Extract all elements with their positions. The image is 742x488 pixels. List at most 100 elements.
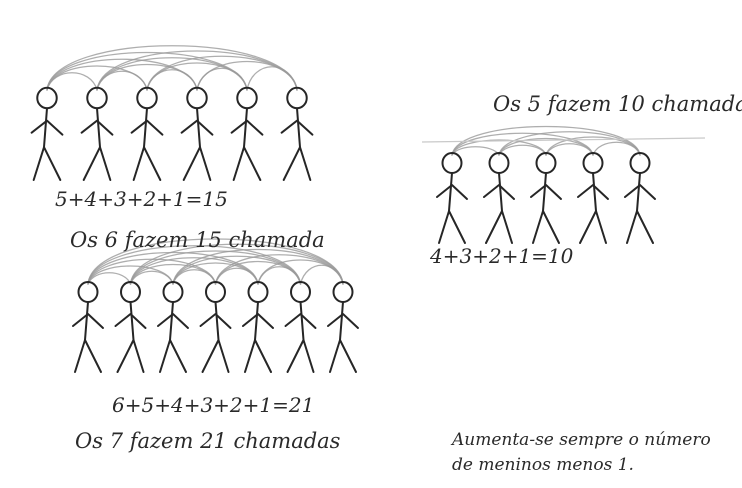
stick-figure-arms <box>530 184 562 200</box>
stick-figure-arms <box>80 119 114 136</box>
call-arc <box>146 69 198 91</box>
stick-figures-group-7 <box>72 281 359 373</box>
stick-figure <box>130 86 164 181</box>
call-arc <box>87 272 132 285</box>
stick-figure-legs <box>532 210 560 244</box>
stick-figure-head <box>441 152 463 174</box>
stick-figure-head <box>488 152 510 174</box>
stick-figure <box>280 86 314 181</box>
call-arc <box>592 141 641 156</box>
call-arc <box>46 51 248 91</box>
stick-figure-body <box>43 107 48 149</box>
stick-figure <box>180 86 214 181</box>
stick-figure-head <box>186 86 208 110</box>
stick-figure <box>114 281 147 373</box>
stick-figure <box>157 281 189 373</box>
stick-figure-legs <box>182 146 212 181</box>
stick-figure <box>530 152 562 244</box>
stick-figure-arms <box>483 184 515 200</box>
call-arc <box>257 266 302 285</box>
call-arc <box>196 67 248 91</box>
stick-figure-head <box>290 281 311 303</box>
stick-figure-legs <box>116 339 145 373</box>
stick-figure-body <box>196 107 201 149</box>
stick-figure-head <box>332 281 354 303</box>
stick-figure-legs <box>82 146 112 181</box>
stick-figure-head <box>136 86 158 110</box>
stick-figure-arms <box>327 313 359 329</box>
stick-figure-arms <box>280 119 314 136</box>
call-arc <box>196 61 298 91</box>
stick-figure-legs <box>232 146 262 181</box>
stick-figures-group-6 <box>30 86 314 181</box>
call-arcs-group-6 <box>46 45 298 91</box>
stick-figure-legs <box>74 339 102 373</box>
stick-figure <box>230 86 264 181</box>
call-arc <box>146 55 298 91</box>
stick-figure-arms <box>130 119 164 136</box>
stick-figure-head <box>86 86 108 110</box>
stick-figure-body <box>296 107 301 149</box>
stick-figure-body <box>339 301 344 341</box>
stick-figure <box>72 281 104 373</box>
stick-figure <box>80 86 114 181</box>
stick-figure <box>577 152 609 244</box>
caption-group-5: Os 5 fazem 10 chamadas. <box>493 92 742 116</box>
calculation-group-7: 6+5+4+3+2+1=21 <box>112 393 314 417</box>
caption-group-7: Os 7 fazem 21 chamadas <box>75 429 341 453</box>
stick-figure-head <box>247 281 269 303</box>
stick-figure-arms <box>230 119 264 136</box>
stick-figure-arms <box>30 119 64 136</box>
stick-figure <box>284 281 317 373</box>
stick-figure <box>483 152 515 244</box>
call-arcs-group-7 <box>87 238 344 285</box>
stick-figure-body <box>299 301 305 341</box>
stick-figure-legs <box>626 210 654 244</box>
stick-figure-body <box>143 107 148 149</box>
stick-figure-arms <box>180 119 214 136</box>
stick-figure-head <box>77 281 99 303</box>
stick-figure-body <box>254 301 259 341</box>
stick-figure <box>436 152 468 244</box>
stick-figure-legs <box>438 210 466 244</box>
call-arc <box>214 267 259 285</box>
stick-figure-head <box>286 86 308 110</box>
stick-figure-head <box>629 152 651 174</box>
stick-figure-body <box>214 301 220 341</box>
stick-figure-arms <box>114 313 147 329</box>
stick-figure-legs <box>201 339 230 373</box>
call-arc <box>498 144 547 156</box>
stick-figure-body <box>636 172 641 212</box>
stick-figure-arms <box>157 313 189 329</box>
stick-figure <box>199 281 232 373</box>
stick-figure <box>30 86 64 181</box>
conclusion-line-2: de meninos menos 1. <box>452 455 634 475</box>
call-arc <box>146 62 248 91</box>
stick-figure-arms <box>72 313 104 329</box>
stick-figure-head <box>205 281 226 303</box>
stick-figure-arms <box>199 313 232 329</box>
call-arc <box>545 143 594 156</box>
stick-figure-legs <box>32 146 62 181</box>
stick-figure-body <box>129 301 135 341</box>
stick-figure-head <box>162 281 184 303</box>
stick-figure-head <box>236 86 258 110</box>
stick-figures-group-5 <box>436 152 656 244</box>
stick-figure-body <box>96 107 101 149</box>
stick-figure-legs <box>244 339 272 373</box>
stick-figure-arms <box>436 184 468 200</box>
stick-figure-legs <box>579 210 607 244</box>
stick-figure-arms <box>242 313 274 329</box>
stick-figure-head <box>120 281 141 303</box>
stick-figure-head <box>535 152 557 174</box>
call-arc <box>96 57 248 91</box>
call-arc <box>96 70 148 91</box>
ground-line <box>421 137 706 143</box>
stick-figure-legs <box>329 339 357 373</box>
stick-figure-body <box>592 172 597 212</box>
stick-figure-legs <box>159 339 187 373</box>
call-arc <box>299 264 344 285</box>
conclusion-line-1: Aumenta-se sempre o número <box>450 430 711 450</box>
